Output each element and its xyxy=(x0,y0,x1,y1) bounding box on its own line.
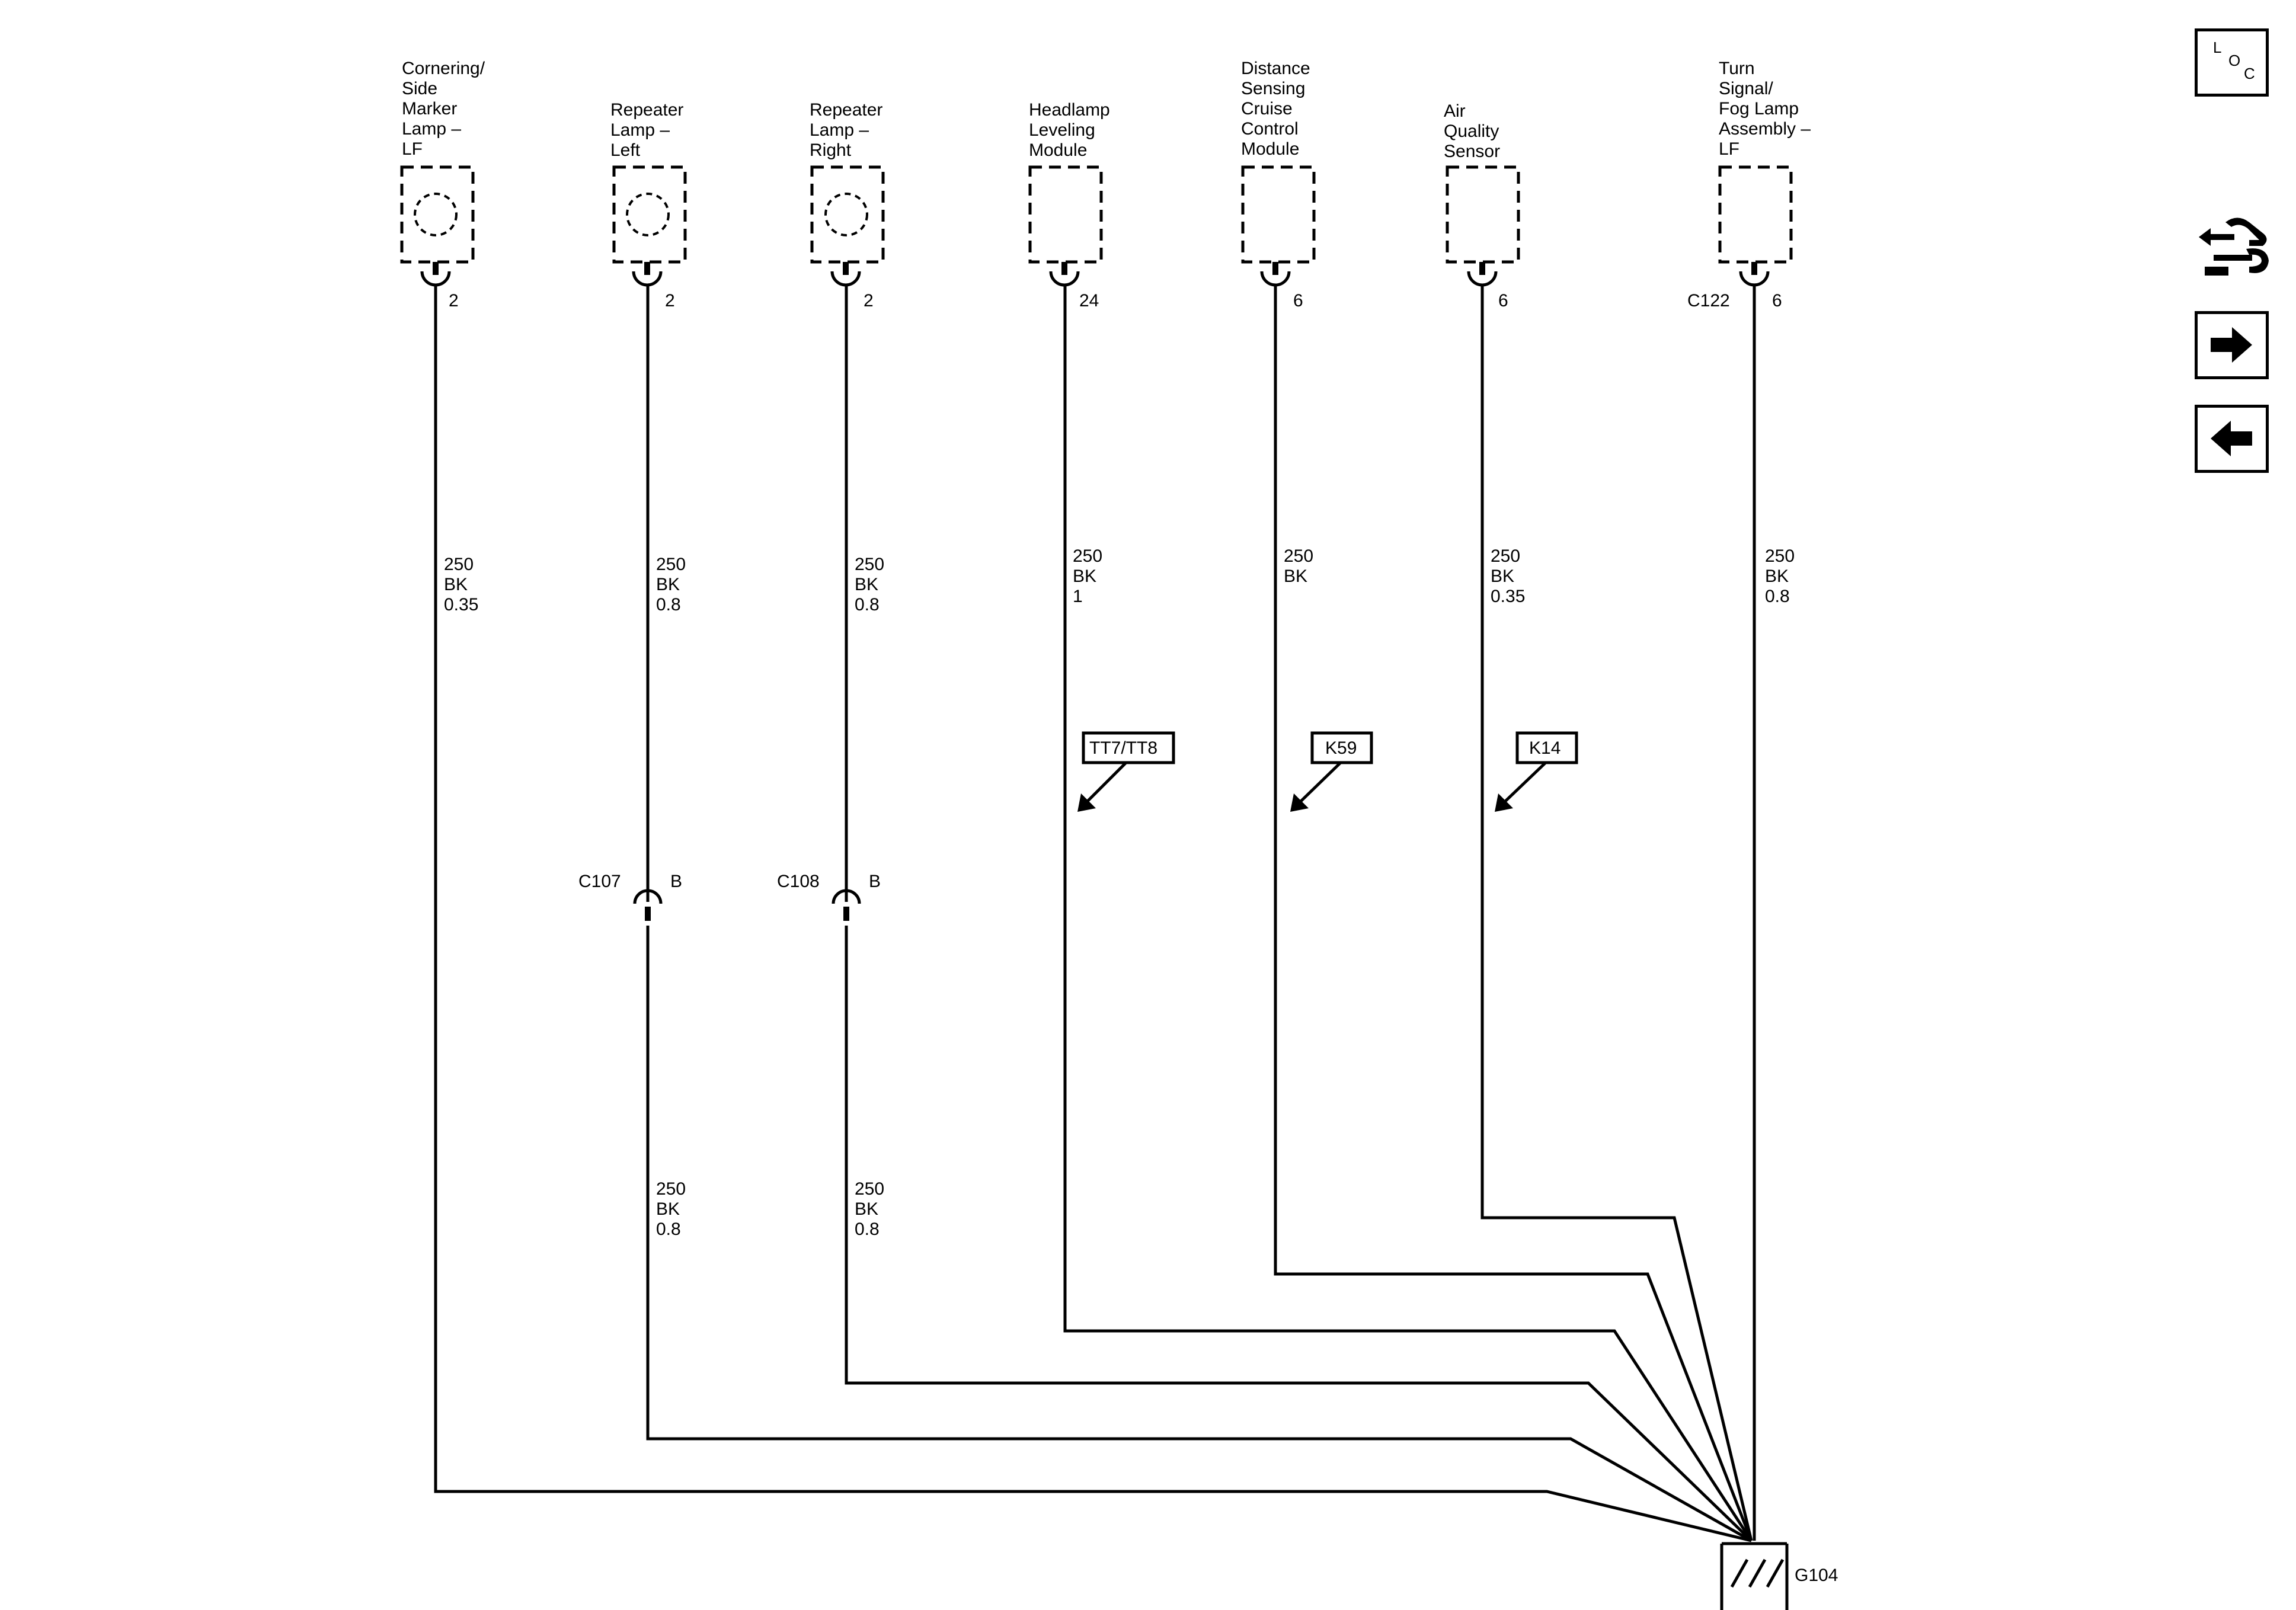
option-tag-box xyxy=(1082,731,1175,764)
option-tag-label: K14 xyxy=(1529,738,1560,758)
loc-letter-o: O xyxy=(2228,52,2241,69)
pin-terminal xyxy=(1061,262,1067,275)
wire-label: 250 BK 0.8 xyxy=(656,1179,690,1239)
component-outline xyxy=(400,165,475,264)
lamp-bulb-symbol xyxy=(824,193,868,236)
component-headlamp-leveling-module[interactable]: Headlamp Leveling Module 24 xyxy=(1028,100,1115,311)
previous-page-button[interactable] xyxy=(2195,405,2269,473)
component-outline xyxy=(1446,165,1520,264)
ground-g104[interactable]: G104 xyxy=(1720,1542,1838,1610)
option-arrow-shaft xyxy=(1086,761,1127,802)
pin-number: 6 xyxy=(1498,291,1508,311)
component-name: Repeater Lamp – Right xyxy=(810,100,888,160)
ground-hatch xyxy=(1748,1558,1767,1588)
pin-terminal xyxy=(1272,262,1278,275)
component-cornering-side-marker-lamp-lf[interactable]: Cornering/ Side Marker Lamp – LF 2 xyxy=(400,59,490,311)
pin-terminal xyxy=(843,262,849,275)
wire-repeater-left-lower[interactable] xyxy=(646,926,1753,1542)
wire-labels-lower: 250 BK 0.8 250 BK 0.8 xyxy=(656,1179,889,1239)
pin-number: 2 xyxy=(449,291,459,311)
pin-number: 2 xyxy=(665,291,675,311)
pin-number: 2 xyxy=(864,291,874,311)
option-arrow-head xyxy=(1495,793,1513,812)
option-tag-label: TT7/TT8 xyxy=(1089,738,1157,758)
component-repeater-lamp-right[interactable]: Repeater Lamp – Right 2 xyxy=(810,100,888,311)
connector-id: C107 xyxy=(578,872,621,891)
option-arrow-head xyxy=(1290,793,1309,812)
harness-tool-icon[interactable] xyxy=(2193,210,2273,290)
option-tag-k59[interactable]: K59 xyxy=(1290,731,1373,812)
wire-labels-upper: 250 BK 0.35 250 BK 0.8 250 BK 0.8 250 BK… xyxy=(444,546,1799,614)
ground-hatch xyxy=(1766,1558,1785,1588)
option-tag-k14[interactable]: K14 xyxy=(1495,731,1578,812)
pin-terminal xyxy=(1751,262,1757,275)
option-arrow-head xyxy=(1077,793,1096,812)
wire-label: 250 BK 0.35 xyxy=(1491,546,1525,606)
component-name: Distance Sensing Cruise Control Module xyxy=(1241,59,1315,159)
location-button[interactable]: L O C xyxy=(2195,28,2269,97)
option-tag-tt7-tt8[interactable]: TT7/TT8 xyxy=(1077,731,1175,812)
component-name: Cornering/ Side Marker Lamp – LF xyxy=(402,59,490,159)
pin-number: 6 xyxy=(1772,291,1782,311)
pin-terminal xyxy=(433,262,439,275)
option-tag-box xyxy=(1515,731,1578,764)
component-name: Turn Signal/ Fog Lamp Assembly – LF xyxy=(1719,59,1815,159)
connector-cavity xyxy=(832,889,861,904)
inline-connector-c107[interactable]: C107 B xyxy=(578,872,682,921)
wire-label: 250 BK 0.8 xyxy=(855,555,889,614)
option-tag-label: K59 xyxy=(1325,738,1357,758)
component-outline xyxy=(1028,165,1103,264)
connector-cavity xyxy=(633,889,663,904)
connector-id: C122 xyxy=(1687,291,1730,311)
wire-label: 250 BK 0.8 xyxy=(855,1179,889,1239)
component-name: Air Quality Sensor xyxy=(1444,101,1504,161)
component-outline xyxy=(612,165,687,264)
pin-number: 24 xyxy=(1079,291,1099,311)
pin-number: 6 xyxy=(1293,291,1303,311)
wire-headlamp-leveling[interactable] xyxy=(1063,284,1753,1542)
component-name: Headlamp Leveling Module xyxy=(1029,100,1115,160)
loc-letter-l: L xyxy=(2213,39,2222,56)
arrow-right-icon xyxy=(2211,327,2252,363)
connector-pin: B xyxy=(869,872,881,891)
option-arrow-shaft xyxy=(1300,761,1342,802)
loc-letter-c: C xyxy=(2244,65,2255,82)
component-turn-signal-fog-lamp-assembly-lf[interactable]: Turn Signal/ Fog Lamp Assembly – LF C122… xyxy=(1687,59,1815,311)
wire-label: 250 BK xyxy=(1284,546,1318,586)
wire-label: 250 BK 0.8 xyxy=(656,555,690,614)
connector-id: C108 xyxy=(777,872,820,891)
wire-air-quality[interactable] xyxy=(1480,284,1753,1541)
lamp-bulb-symbol xyxy=(414,193,458,236)
pin-terminal xyxy=(843,907,849,921)
component-outline xyxy=(1718,165,1793,264)
wire-repeater-right-lower[interactable] xyxy=(845,926,1753,1542)
wire-group xyxy=(434,284,1756,1542)
wire-cornering-lamp[interactable] xyxy=(434,284,1752,1542)
lamp-bulb-symbol xyxy=(626,193,670,236)
wire-label: 250 BK 0.35 xyxy=(444,555,478,614)
inline-connector-c108[interactable]: C108 B xyxy=(777,872,881,921)
ground-label: G104 xyxy=(1795,1566,1838,1585)
component-repeater-lamp-left[interactable]: Repeater Lamp – Left 2 xyxy=(610,100,689,311)
ground-hatch xyxy=(1730,1558,1749,1588)
wire-label: 250 BK 1 xyxy=(1073,546,1107,606)
next-page-button[interactable] xyxy=(2195,311,2269,379)
component-name: Repeater Lamp – Left xyxy=(610,100,689,160)
arrow-left-icon xyxy=(2211,421,2252,456)
pin-terminal xyxy=(644,262,650,275)
wire-label: 250 BK 0.8 xyxy=(1765,546,1799,606)
pin-terminal xyxy=(645,907,651,921)
wire-distance-sensing[interactable] xyxy=(1274,284,1753,1541)
connector-pin: B xyxy=(670,872,682,891)
pin-terminal xyxy=(1479,262,1485,275)
component-outline xyxy=(1241,165,1316,264)
component-air-quality-sensor[interactable]: Air Quality Sensor 6 xyxy=(1444,101,1520,311)
component-outline xyxy=(810,165,885,264)
option-arrow-shaft xyxy=(1504,761,1547,802)
component-distance-sensing-cruise-control-module[interactable]: Distance Sensing Cruise Control Module 6 xyxy=(1241,59,1316,311)
option-tag-box xyxy=(1310,731,1373,764)
